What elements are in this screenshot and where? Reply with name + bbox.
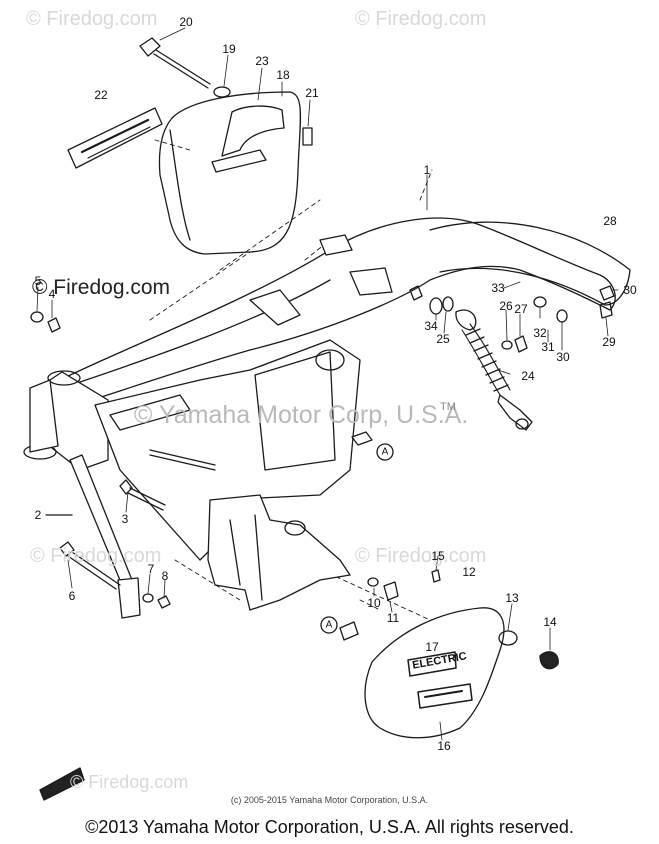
trademark-mark: TM — [440, 401, 456, 413]
callout-16: 16 — [437, 739, 451, 753]
nut-4 — [47, 317, 61, 333]
callout-5: 5 — [34, 274, 42, 288]
callout-13: 13 — [505, 591, 519, 605]
watermark-bottom-right: © Firedog.com — [355, 545, 487, 567]
leader-lines — [36, 27, 619, 741]
bolt-5 — [30, 311, 44, 323]
copyright-notice-small: (c) 2005-2015 Yamaha Motor Corporation, … — [230, 795, 429, 805]
callout-30-upper: 30 — [623, 283, 637, 297]
washer-25 — [442, 296, 454, 312]
washer-10 — [367, 577, 379, 587]
washer-26 — [501, 340, 513, 350]
bolt-29 — [599, 301, 613, 319]
center-stand — [45, 454, 141, 619]
callout-26: 26 — [499, 299, 513, 313]
watermark-corp: © Yamaha Motor Corp, U.S.A. — [134, 401, 469, 429]
watermark-bottom-center: © Firedog.com — [70, 772, 189, 792]
callout-30-lower: 30 — [556, 350, 570, 364]
callout-14: 14 — [543, 615, 557, 629]
nut-11 — [383, 581, 399, 601]
callout-18: 18 — [276, 68, 290, 82]
callout-19: 19 — [222, 42, 236, 56]
ref-a-upper-label: A — [381, 446, 389, 458]
callout-25: 25 — [436, 332, 450, 346]
callout-34: 34 — [424, 319, 438, 333]
callout-20: 20 — [179, 15, 193, 29]
callout-8: 8 — [161, 569, 169, 583]
callout-2: 2 — [34, 508, 42, 522]
watermark-bottom-left: © Firedog.com — [30, 545, 162, 567]
ref-a-arrow-lower — [320, 616, 359, 641]
watermark-top-left: © Firedog.com — [26, 8, 158, 30]
callout-4: 4 — [48, 287, 56, 301]
bolt-6 — [59, 541, 121, 590]
main-frame — [23, 217, 631, 611]
bolt-3 — [119, 479, 166, 511]
grommet-19 — [213, 86, 231, 98]
bush-34 — [429, 297, 443, 315]
callout-28: 28 — [603, 214, 617, 228]
callout-12: 12 — [462, 565, 476, 579]
nut-31 — [556, 309, 568, 323]
callout-27: 27 — [514, 302, 528, 316]
nut-8 — [157, 595, 171, 609]
bolt-1 — [149, 449, 216, 471]
bolt-20 — [139, 37, 211, 89]
nut-27 — [514, 335, 528, 353]
fwd-arrow-icon — [39, 767, 85, 801]
watermark-top-right: © Firedog.com — [355, 8, 487, 30]
callout-10: 10 — [367, 596, 381, 610]
callout-3: 3 — [121, 512, 129, 526]
ref-a-arrow-upper — [351, 431, 394, 461]
knob-14 — [539, 651, 559, 670]
callout-22: 22 — [94, 88, 108, 102]
upper-side-cover — [158, 91, 302, 255]
callout-33: 33 — [491, 281, 505, 295]
callout-23: 23 — [255, 54, 269, 68]
callout-17: 17 — [425, 640, 439, 654]
callout-1: 1 — [423, 163, 431, 177]
callout-32: 32 — [533, 326, 547, 340]
callout-29: 29 — [602, 335, 616, 349]
grommet-13 — [498, 630, 518, 646]
label-plate — [67, 107, 163, 169]
lower-side-cover — [364, 607, 505, 739]
callout-6: 6 — [68, 589, 76, 603]
washer-7 — [142, 593, 154, 603]
shock-absorber — [455, 309, 533, 431]
callout-24: 24 — [521, 369, 535, 383]
washer-32 — [533, 296, 547, 308]
ref-a-lower-label: A — [325, 619, 333, 631]
callout-31: 31 — [541, 340, 555, 354]
callout-15: 15 — [431, 549, 445, 563]
watermark-mid-left: © Firedog.com — [32, 276, 171, 299]
bolt-30 — [599, 285, 615, 301]
grommet-21 — [302, 127, 313, 146]
callout-11: 11 — [386, 611, 400, 625]
copyright-notice: ©2013 Yamaha Motor Corporation, U.S.A. A… — [85, 817, 574, 837]
grommet-15 — [431, 569, 441, 583]
collar — [409, 285, 423, 301]
callout-21: 21 — [305, 86, 319, 100]
callout-7: 7 — [147, 562, 155, 576]
